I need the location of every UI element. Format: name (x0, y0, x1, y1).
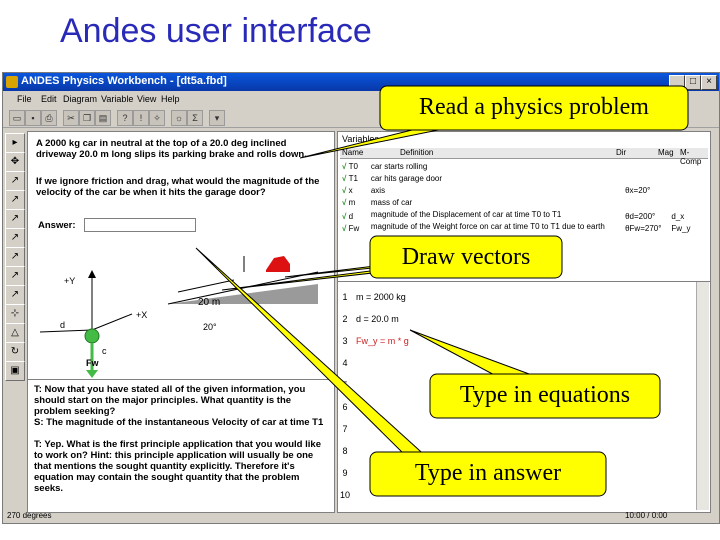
cut-icon[interactable]: ✂ (63, 110, 79, 126)
col-definition[interactable]: Definition (400, 148, 434, 157)
length-marker (177, 279, 235, 293)
hint-icon[interactable]: ! (133, 110, 149, 126)
x-axis (91, 313, 133, 331)
col-name[interactable]: Name (342, 148, 364, 157)
equation-line[interactable]: d = 20.0 m (356, 314, 399, 324)
check-icon: √ (342, 162, 347, 171)
menu-view[interactable]: View (137, 94, 157, 104)
rotate-tool-icon[interactable]: ↻ (5, 342, 25, 362)
col-mag[interactable]: Mag (658, 148, 674, 157)
callout-box-read (379, 85, 689, 131)
variable-row[interactable]: √ Fw magnitude of the Weight force on ca… (342, 222, 691, 233)
variable-row[interactable]: √ x axis θx=20° (342, 186, 651, 195)
y-axis-arrow (88, 270, 96, 278)
drawing-toolbar: ▸ ✥ ↗ ↗ ↗ ↗ ↗ ↗ ↗ ⊹ △ ↻ ▣ (5, 133, 25, 381)
answer-icon[interactable]: ▾ (209, 110, 225, 126)
app-icon (6, 76, 18, 88)
menu-edit[interactable]: Edit (41, 94, 57, 104)
callout-box-equations (429, 373, 661, 419)
eq-number: 8 (342, 446, 348, 456)
whats-wrong-icon[interactable]: ✧ (149, 110, 165, 126)
check-icon: √ (342, 174, 347, 183)
col-dir[interactable]: Dir (616, 148, 627, 157)
menu-diagram[interactable]: Diagram (63, 94, 98, 104)
menubar: File Edit Diagram Variable View Help (3, 92, 719, 107)
answer-input[interactable] (84, 218, 196, 232)
paste-icon[interactable]: ▤ (95, 110, 111, 126)
callout-draw-text: Draw vectors (401, 244, 531, 270)
menu-variable[interactable]: Variable (101, 94, 134, 104)
open-icon[interactable]: ▭ (9, 110, 25, 126)
shape-tool-icon[interactable]: ▣ (5, 361, 25, 381)
vector-tool-icon[interactable]: ↗ (5, 247, 25, 267)
angle-label: 20° (203, 322, 217, 332)
callout-equations-text: Type in equations (459, 382, 631, 408)
eq-number: 3 (342, 336, 348, 346)
weight-vector-arrow (86, 370, 98, 378)
col-mcomp[interactable]: M-Comp (680, 148, 702, 166)
variable-row[interactable]: √ m mass of car (342, 198, 413, 207)
callout-pointer (299, 127, 449, 159)
car-icon (266, 256, 290, 272)
callout-answer-text: Type in answer (414, 460, 562, 486)
equation-line[interactable]: Fw_y = m * g (356, 336, 409, 346)
weight-label: Fw (86, 358, 99, 368)
window-title: ANDES Physics Workbench - [dt5a.fbd] (21, 75, 227, 87)
problem-statement: A 2000 kg car in neutral at the top of a… (36, 138, 307, 160)
andes-window: ANDES Physics Workbench - [dt5a.fbd] _ □… (2, 72, 720, 524)
check-icon: √ (342, 198, 347, 207)
axes-tool-icon[interactable]: ⊹ (5, 304, 25, 324)
tutor-dialog-pane[interactable]: T: Now that you have stated all of the g… (27, 379, 335, 513)
variables-header: Name Definition Dir Mag M-Comp (340, 148, 708, 166)
displacement-label: d (60, 320, 65, 330)
eq-number: 9 (342, 468, 348, 478)
variable-row[interactable]: √ T1 car hits garage door (342, 174, 443, 183)
print-icon[interactable]: ⎙ (41, 110, 57, 126)
answer-label: Answer: (38, 220, 76, 231)
variable-row[interactable]: √ T0 car starts rolling (342, 162, 428, 171)
menu-help[interactable]: Help (161, 94, 180, 104)
callout-box-draw (369, 235, 563, 279)
equation-icon[interactable]: Σ (187, 110, 203, 126)
statusbar: 270 degrees 10:00 / 0:00 (3, 509, 719, 523)
toolbar: ▭ ▪ ⎙ ✂ ❐ ▤ ? ! ✧ ☼ Σ ▾ (3, 107, 719, 128)
check-icon: √ (342, 224, 347, 233)
eq-number: 7 (342, 424, 348, 434)
eq-number: 4 (342, 358, 348, 368)
copy-icon[interactable]: ❐ (79, 110, 95, 126)
slide-title: Andes user interface (60, 12, 372, 50)
check-icon: √ (342, 212, 347, 221)
eq-number: 1 (342, 292, 348, 302)
eq-number: 10 (339, 490, 350, 500)
eq-number: 6 (342, 402, 348, 412)
problem-question: If we ignore friction and drag, what wou… (36, 176, 320, 198)
y-axis-label: +Y (64, 276, 75, 286)
tutor-dialog-text: T: Now that you have stated all of the g… (34, 384, 324, 494)
problem-pane: A 2000 kg car in neutral at the top of a… (27, 131, 335, 381)
variables-label: Variables (342, 134, 379, 144)
equations-scrollbar[interactable] (696, 282, 709, 510)
callout-pointer (409, 329, 541, 379)
maximize-button[interactable]: □ (685, 75, 701, 90)
bulb-icon[interactable]: ☼ (171, 110, 187, 126)
help-icon[interactable]: ? (117, 110, 133, 126)
check-icon: √ (342, 186, 347, 195)
move-tool-icon[interactable]: ✥ (5, 152, 25, 172)
equation-line[interactable]: m = 2000 kg (356, 292, 406, 302)
save-icon[interactable]: ▪ (25, 110, 41, 126)
variable-row[interactable]: √ d magnitude of the Displacement of car… (342, 210, 685, 221)
callout-read-text: Read a physics problem (419, 94, 649, 120)
eq-number: 2 (342, 314, 348, 324)
callout-box-answer (369, 451, 607, 497)
status-angle: 270 degrees (7, 511, 52, 520)
vector-tool-icon[interactable]: ↗ (5, 285, 25, 305)
close-button[interactable]: × (701, 75, 717, 90)
menu-file[interactable]: File (17, 94, 32, 104)
x-axis-label: +X (136, 310, 147, 320)
length-label: 20 m (198, 297, 220, 308)
status-time: 10:00 / 0:00 (625, 511, 668, 520)
body-label: c (102, 346, 107, 356)
displacement-vector (39, 329, 93, 333)
